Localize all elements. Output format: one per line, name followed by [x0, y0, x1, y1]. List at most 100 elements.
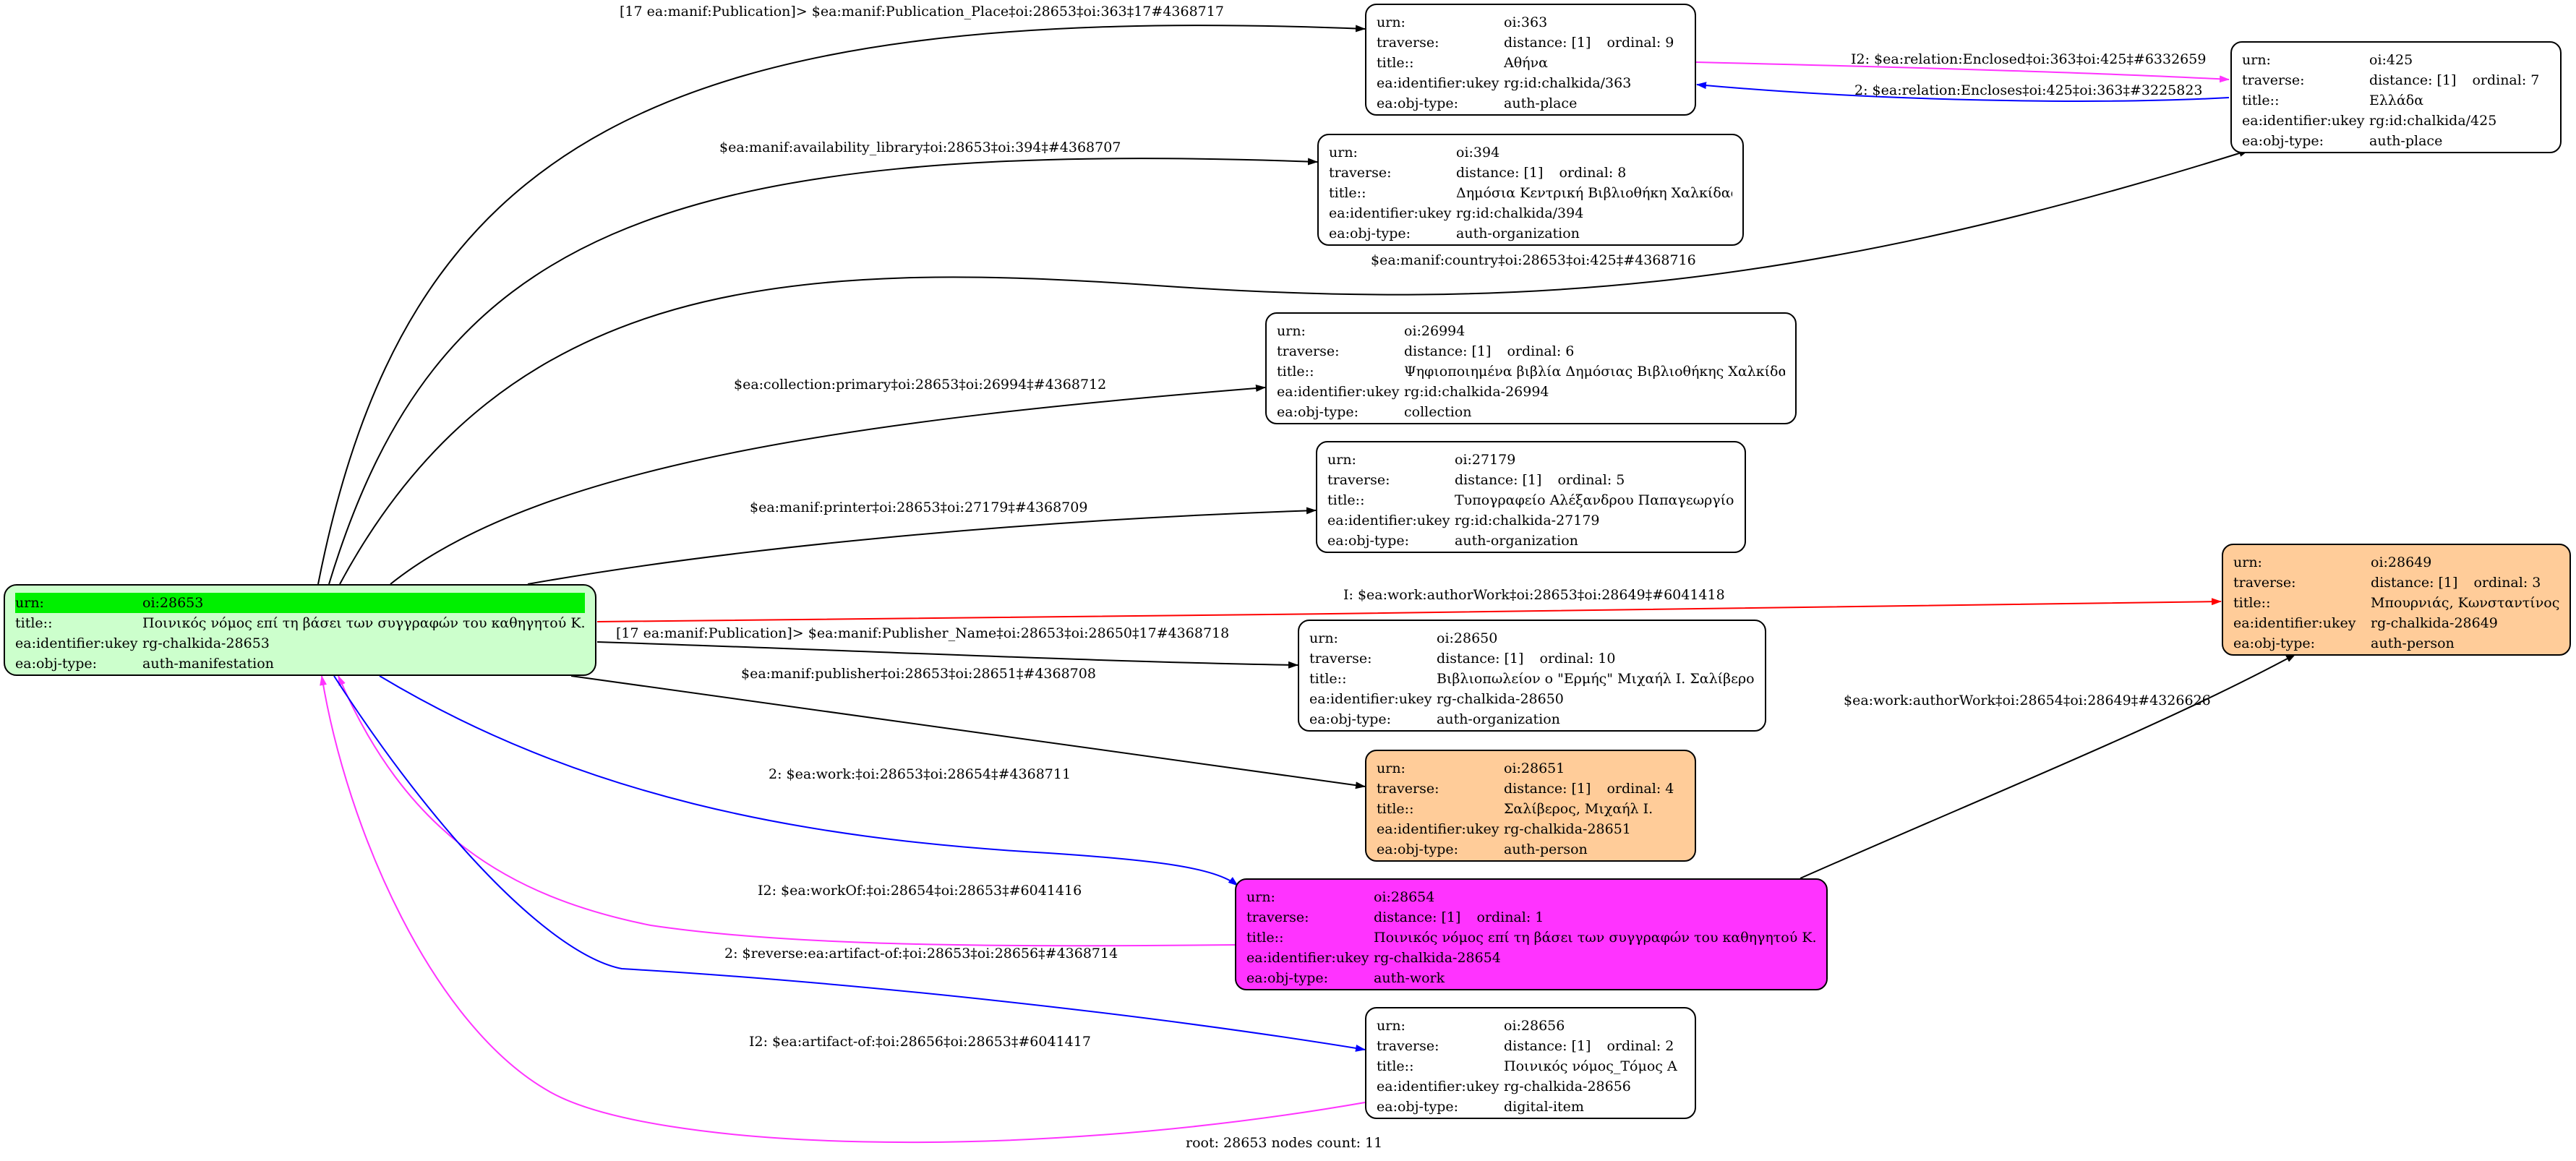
node-title-k: title::	[15, 615, 53, 631]
edge-author-work-root	[596, 598, 2222, 622]
node-urn: oi:425	[2369, 52, 2413, 68]
edge-work-of	[338, 675, 1237, 947]
node-ukey: rg:id:chalkida-27179	[1455, 513, 1600, 528]
node-ot-k: ea:obj-type:	[1377, 95, 1459, 111]
node-oi-363[interactable]: urn:oi:363 traverse:distance: [1]ordinal…	[1365, 4, 1696, 116]
node-type: auth-organization	[1455, 533, 1578, 549]
node-row: traverse:distance: [1]ordinal: 2	[1377, 1036, 1685, 1056]
node-uk-k: ea:identifier:ukey	[1377, 1079, 1499, 1094]
node-ot-k: ea:obj-type:	[1277, 404, 1359, 420]
node-row: traverse:distance: [1]ordinal: 10	[1309, 648, 1755, 669]
edge-availability-library	[328, 158, 1318, 585]
edge-label-relation-enclosed: I2: $ea:relation:Enclosed‡oi:363‡oi:425‡…	[1851, 51, 2206, 67]
node-row: title::Αθήνα	[1377, 53, 1685, 73]
node-ot-k: ea:obj-type:	[1327, 533, 1410, 549]
node-title: Αθήνα	[1504, 55, 1548, 71]
edge-publisher-name	[596, 641, 1298, 669]
node-ukey: rg-chalkida-28654	[1374, 950, 1501, 966]
node-urn: oi:28651	[1504, 761, 1565, 776]
edge-label-collection-primary: $ea:collection:primary‡oi:28653‡oi:26994…	[734, 377, 1106, 393]
node-row: urn:oi:28650	[1309, 628, 1755, 648]
node-oi-27179[interactable]: urn:oi:27179 traverse:distance: [1]ordin…	[1316, 441, 1746, 553]
node-urn-k: urn:	[15, 593, 142, 613]
node-oi-28654[interactable]: urn:oi:28654 traverse:distance: [1]ordin…	[1235, 878, 1828, 990]
node-tr-k: traverse:	[1327, 472, 1390, 488]
node-row-type: ea:obj-type:auth-manifestation	[15, 654, 585, 674]
node-oi-28651[interactable]: urn:oi:28651 traverse:distance: [1]ordin…	[1365, 750, 1696, 862]
node-ukey: rg-chalkida-28650	[1437, 691, 1564, 707]
node-row: title::Ελλάδα	[2242, 90, 2550, 111]
node-row: urn: oi:28656	[1377, 1016, 1685, 1036]
node-urn-k: urn:	[1277, 323, 1306, 339]
node-row: traverse:distance: [1]ordinal: 6	[1277, 341, 1785, 361]
node-row: urn:oi:27179	[1327, 450, 1734, 470]
edge-collection-primary	[390, 385, 1266, 585]
node-oi-28653[interactable]: urn:oi:28653 title::Ποινικός νόμος επί τ…	[4, 584, 596, 676]
node-title-k: title::	[1277, 364, 1314, 380]
edge-label-relation-encloses: 2: $ea:relation:Encloses‡oi:425‡oi:363‡#…	[1854, 82, 2203, 98]
node-urn: oi:28650	[1437, 630, 1498, 646]
node-urn: oi:28656	[1504, 1018, 1565, 1034]
node-oi-394[interactable]: urn:oi:394 traverse:distance: [1]ordinal…	[1317, 134, 1744, 246]
node-ordinal: ordinal: 1	[1476, 909, 1544, 925]
node-tr-k: traverse:	[2233, 575, 2296, 591]
edge-artifact-of	[320, 675, 1366, 1144]
node-title-k: title::	[1377, 801, 1414, 817]
node-ukey: rg-chalkida-28656	[1504, 1079, 1631, 1094]
node-row: ea:obj-type:auth-organization	[1329, 223, 1732, 244]
node-tr-k: traverse:	[1277, 343, 1340, 359]
node-row: ea:obj-type:auth-person	[2233, 633, 2559, 654]
node-urn-k: urn:	[1377, 1018, 1405, 1034]
node-row: traverse:distance: [1]ordinal: 7	[2242, 70, 2550, 90]
edge-label-artifact-of: I2: $ea:artifact-of:‡oi:28656‡oi:28653‡#…	[749, 1034, 1091, 1050]
node-ot-k: ea:obj-type:	[1309, 711, 1392, 727]
node-distance: distance: [1]	[2371, 575, 2458, 591]
node-urn: oi:394	[1456, 145, 1500, 160]
node-ukey: rg:id:chalkida/394	[1456, 205, 1584, 221]
node-title: Ποινικός νόμος επί τη βάσει των συγγραφώ…	[142, 615, 585, 631]
edge-reverse-artifact-of	[333, 675, 1366, 1052]
edge-label-publisher: $ea:manif:publisher‡oi:28653‡oi:28651‡#4…	[741, 666, 1096, 682]
node-urn: oi:26994	[1404, 323, 1465, 339]
node-row: ea:obj-type: auth-place	[1377, 93, 1685, 113]
node-row: urn:oi:394	[1329, 142, 1732, 163]
node-row: title::Μπουρνιάς, Κωνσταντίνος Α.	[2233, 593, 2559, 613]
node-row: title::Τυπογραφείο Αλέξανδρου Παπαγεωργί…	[1327, 490, 1734, 510]
node-row: title::Βιβλιοπωλείον ο "Ερμής" Μιχαήλ Ι.…	[1309, 669, 1755, 689]
edge-relation-encloses	[1696, 82, 2230, 102]
node-oi-425[interactable]: urn:oi:425 traverse:distance: [1]ordinal…	[2230, 41, 2562, 153]
node-type: auth-place	[1504, 95, 1578, 111]
node-row: traverse:distance: [1]ordinal: 9	[1377, 33, 1685, 53]
node-ordinal: ordinal: 5	[1557, 472, 1625, 488]
node-title-k: title::	[2233, 595, 2271, 611]
node-title-k: title::	[1329, 185, 1366, 201]
node-oi-28656[interactable]: urn: oi:28656 traverse:distance: [1]ordin…	[1365, 1007, 1696, 1119]
node-row: ea:obj-type:auth-organization	[1309, 709, 1755, 729]
node-ukey: rg:id:chalkida/425	[2369, 113, 2497, 129]
edge-publisher	[570, 675, 1366, 789]
node-row: ea:obj-type:auth-place	[2242, 131, 2550, 151]
node-oi-28649[interactable]: urn:oi:28649 traverse:distance: [1]ordin…	[2222, 544, 2571, 656]
node-distance: distance: [1]	[1504, 781, 1591, 797]
node-type: auth-work	[1374, 970, 1445, 986]
node-type: auth-organization	[1456, 226, 1580, 241]
node-row: title::Δημόσια Κεντρική Βιβλιοθήκη Χαλκί…	[1329, 183, 1732, 203]
node-row: traverse:distance: [1]ordinal: 1	[1246, 907, 1816, 927]
node-uk-k: ea:identifier:ukey	[1246, 950, 1369, 966]
edge-relation-enclosed	[1695, 61, 2230, 83]
node-row: ea:obj-type:digital-item	[1377, 1097, 1685, 1117]
node-title: Τυπογραφείο Αλέξανδρου Παπαγεωργίου	[1455, 492, 1734, 508]
node-oi-26994[interactable]: urn: oi:26994 traverse:distance: [1]ordin…	[1265, 312, 1797, 424]
node-urn: oi:27179	[1455, 452, 1516, 468]
node-uk-k: ea:identifier:ukey	[1327, 513, 1450, 528]
node-ukey: rg:id:chalkida-26994	[1404, 384, 1549, 400]
node-ordinal: ordinal: 6	[1507, 343, 1575, 359]
node-ot-k: ea:obj-type:	[1377, 1099, 1459, 1115]
node-distance: distance: [1]	[1374, 909, 1461, 925]
node-oi-28650[interactable]: urn:oi:28650 traverse:distance: [1]ordin…	[1298, 620, 1766, 732]
